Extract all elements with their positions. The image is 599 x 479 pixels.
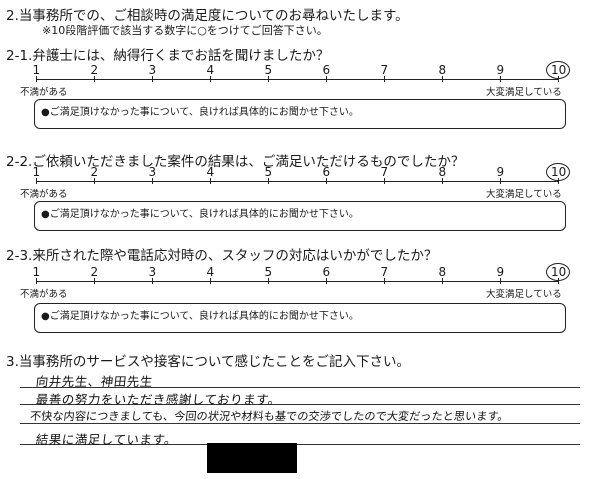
writing-line — [20, 387, 580, 388]
scale-tick — [94, 178, 95, 184]
redaction-block — [207, 443, 297, 473]
rating-scale-line — [36, 79, 558, 80]
scale-high-label: 大変満足している — [486, 289, 562, 300]
scale-tick — [326, 178, 327, 184]
scale-number-5[interactable]: 5 — [264, 165, 273, 179]
scale-tick — [94, 278, 95, 284]
handwritten-line: 最善の努力をいただき感謝しております。 — [35, 392, 282, 407]
section-3-title: 3.当事務所のサービスや接客について感じたことをご記入下さい。 — [6, 354, 410, 370]
scale-tick — [500, 178, 501, 184]
scale-number-3[interactable]: 3 — [148, 265, 157, 279]
scale-number-9[interactable]: 9 — [496, 63, 505, 77]
selected-rating-circle — [546, 163, 570, 181]
scale-tick — [326, 278, 327, 284]
handwritten-line: 向井先生、神田先生 — [35, 374, 154, 389]
scale-tick — [384, 178, 385, 184]
scale-tick — [268, 278, 269, 284]
scale-number-6[interactable]: 6 — [322, 165, 331, 179]
scale-number-1[interactable]: 1 — [32, 165, 41, 179]
scale-number-8[interactable]: 8 — [438, 63, 447, 77]
scale-tick — [384, 76, 385, 82]
writing-line — [20, 404, 580, 405]
scale-tick — [442, 278, 443, 284]
comment-prompt: ●ご満足頂けなかった事について、良ければ具体的にお聞かせ下さい。 — [41, 107, 359, 118]
scale-number-7[interactable]: 7 — [380, 265, 389, 279]
scale-number-7[interactable]: 7 — [380, 63, 389, 77]
scale-number-6[interactable]: 6 — [322, 63, 331, 77]
scale-low-label: 不満がある — [20, 289, 68, 300]
selected-rating-circle — [546, 61, 570, 79]
scale-high-label: 大変満足している — [486, 87, 562, 98]
scale-high-label: 大変満足している — [486, 189, 562, 200]
scale-tick — [558, 278, 559, 284]
section-2-title: 2.当事務所での、ご相談時の満足度についてのお尋ねいたします。 — [6, 8, 409, 24]
comment-box[interactable]: ●ご満足頂けなかった事について、良ければ具体的にお聞かせ下さい。 — [34, 201, 566, 231]
scale-number-2[interactable]: 2 — [90, 265, 99, 279]
scale-low-label: 不満がある — [20, 189, 68, 200]
scale-tick — [558, 178, 559, 184]
question-title: 2-3.来所された際や電話応対時の、スタッフの対応はいかがでしたか？ — [6, 248, 438, 264]
question-title: 2-2.ご依頼いただきました案件の結果は、ご満足いただけるものでしたか？ — [6, 154, 465, 170]
scale-tick — [384, 278, 385, 284]
scale-tick — [36, 76, 37, 82]
scale-tick — [268, 178, 269, 184]
scale-number-6[interactable]: 6 — [322, 265, 331, 279]
scale-number-2[interactable]: 2 — [90, 63, 99, 77]
scale-tick — [210, 178, 211, 184]
scale-number-2[interactable]: 2 — [90, 165, 99, 179]
scale-tick — [268, 76, 269, 82]
comment-box[interactable]: ●ご満足頂けなかった事について、良ければ具体的にお聞かせ下さい。 — [34, 99, 566, 129]
scale-tick — [500, 76, 501, 82]
scale-tick — [36, 178, 37, 184]
scale-tick — [442, 178, 443, 184]
scale-number-4[interactable]: 4 — [206, 165, 215, 179]
scale-tick — [210, 76, 211, 82]
scale-tick — [152, 76, 153, 82]
scale-tick — [152, 178, 153, 184]
rating-scale-line — [36, 181, 558, 182]
scale-number-4[interactable]: 4 — [206, 63, 215, 77]
scale-tick — [94, 76, 95, 82]
scale-number-1[interactable]: 1 — [32, 265, 41, 279]
scale-number-7[interactable]: 7 — [380, 165, 389, 179]
comment-box[interactable]: ●ご満足頂けなかった事について、良ければ具体的にお聞かせ下さい。 — [34, 303, 566, 333]
writing-line — [20, 423, 580, 424]
scale-tick — [326, 76, 327, 82]
scale-number-5[interactable]: 5 — [264, 63, 273, 77]
handwritten-line: 不快な内容につきましても、今回の状況や材料も基での交渉でしたので大変だったと思い… — [29, 410, 510, 423]
scale-tick — [210, 278, 211, 284]
scale-tick — [152, 278, 153, 284]
section-2-note: ※10段階評価で該当する数字に○をつけてご回答下さい。 — [42, 24, 328, 37]
comment-prompt: ●ご満足頂けなかった事について、良ければ具体的にお聞かせ下さい。 — [41, 209, 359, 220]
question-title: 2-1.弁護士には、納得行くまでお話を聞けましたか？ — [6, 48, 330, 64]
scale-tick — [500, 278, 501, 284]
scale-number-3[interactable]: 3 — [148, 165, 157, 179]
writing-line — [20, 444, 580, 445]
scale-low-label: 不満がある — [20, 87, 68, 98]
scale-number-8[interactable]: 8 — [438, 265, 447, 279]
scale-tick — [442, 76, 443, 82]
rating-scale-line — [36, 281, 558, 282]
scale-number-8[interactable]: 8 — [438, 165, 447, 179]
handwritten-line: 結果に満足しています。 — [35, 432, 179, 447]
scale-tick — [558, 76, 559, 82]
scale-number-5[interactable]: 5 — [264, 265, 273, 279]
comment-prompt: ●ご満足頂けなかった事について、良ければ具体的にお聞かせ下さい。 — [41, 311, 359, 322]
scale-number-1[interactable]: 1 — [32, 63, 41, 77]
scale-tick — [36, 278, 37, 284]
scale-number-4[interactable]: 4 — [206, 265, 215, 279]
scale-number-9[interactable]: 9 — [496, 265, 505, 279]
scale-number-9[interactable]: 9 — [496, 165, 505, 179]
selected-rating-circle — [546, 263, 570, 281]
scale-number-3[interactable]: 3 — [148, 63, 157, 77]
